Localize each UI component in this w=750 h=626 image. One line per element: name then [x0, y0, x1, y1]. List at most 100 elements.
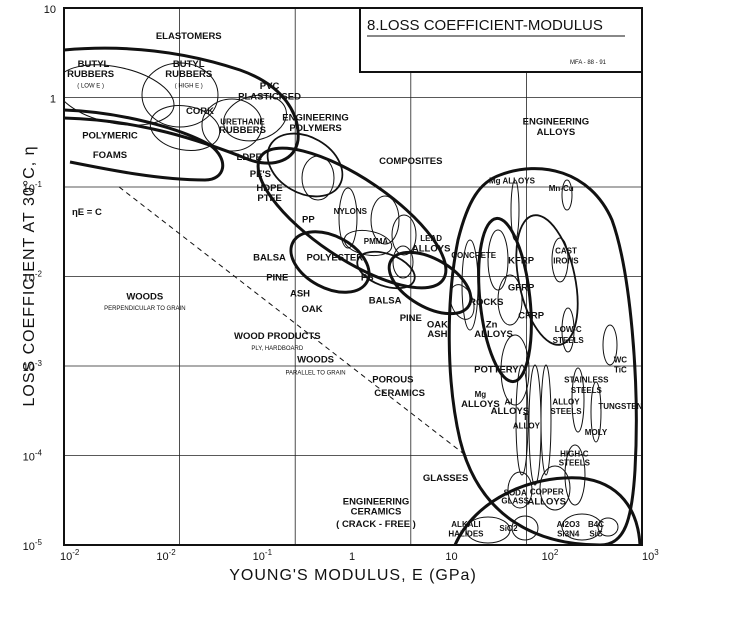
envelope-alkali-halides [465, 516, 511, 544]
annotation-label: CERAMICS [351, 506, 402, 517]
x-axis-title: YOUNG'S MODULUS, E (GPa) [229, 567, 477, 584]
annotation-label: RUBBERS [165, 69, 212, 80]
annotation-label: Al [504, 398, 512, 407]
annotation-label: URETHANE [220, 117, 265, 126]
annotation-label: PINE [266, 273, 288, 284]
annotation-label: ALLOY [552, 398, 580, 407]
annotation-label: TiC [614, 365, 627, 374]
annotation-label: COMPOSITES [379, 156, 442, 167]
envelope-nylons [370, 195, 400, 245]
annotation-label: ENGINEERING [282, 113, 349, 124]
annotation-label: Mg ALLOYS [489, 176, 536, 185]
annotation-label: PS [361, 273, 374, 284]
annotation-label: ( CRACK - FREE ) [336, 519, 416, 530]
guide-line-label: ηE = C [72, 207, 102, 218]
annotation-label: NYLONS [334, 207, 368, 216]
annotation-label: ASH [290, 288, 310, 299]
annotation-label: PARALLEL TO GRAIN [285, 371, 345, 377]
annotation-label: STAINLESS [564, 376, 609, 385]
envelope-pottery [500, 334, 530, 406]
envelope-elastomers [64, 46, 300, 165]
envelope-copper-alloys [539, 465, 571, 511]
envelope-pe [266, 132, 344, 198]
annotation-label: CAST [555, 247, 577, 256]
envelope-tungsten [590, 381, 602, 443]
annotation-label: ROCKS [469, 297, 503, 308]
y-tick-exponent: -3 [35, 359, 43, 368]
envelope-low-c-steels [561, 307, 575, 353]
y-tick-exponent: -1 [35, 180, 43, 189]
annotation-label: OAK [427, 319, 448, 330]
annotation-label: SiO2 [499, 524, 518, 533]
annotation-label: GFRP [508, 282, 535, 293]
annotation-label: ELASTOMERS [156, 31, 222, 42]
annotation-label: CONCRETE [451, 251, 497, 260]
envelope-lead-alloys [461, 239, 479, 331]
annotation-label: IRONS [553, 256, 579, 265]
annotation-label: COPPER [530, 488, 564, 497]
envelope-engineering-alloys [447, 167, 638, 545]
annotation-label: PVC [260, 81, 280, 92]
envelopes [64, 46, 642, 545]
x-tick-exponent: -1 [265, 548, 273, 557]
annotation-label: HDPE [256, 183, 282, 194]
annotation-label: ALLOYS [474, 329, 513, 340]
envelope-concrete [487, 229, 509, 291]
x-tick-exponent: -2 [72, 548, 80, 557]
annotation-label: PINE [400, 313, 422, 324]
annotation-label: KFRP [508, 255, 535, 266]
annotation-label: LEAD [420, 234, 442, 243]
annotation-label: ALLOYS [491, 406, 530, 417]
annotation-label: LOW-C [555, 325, 582, 334]
plot-frame [63, 7, 643, 546]
envelope-engineering-ceramics [453, 476, 642, 545]
envelope-woods-parallel [387, 250, 473, 316]
annotation-label: MOLY [585, 428, 608, 437]
annotation-label: PP [302, 215, 315, 226]
grid [64, 8, 642, 545]
annotation-label: CERAMICS [374, 388, 425, 399]
x-tick-label: 10 [445, 551, 457, 563]
title-box [359, 7, 643, 73]
annotation-label: WOOD PRODUCTS [234, 331, 321, 342]
annotation-label: TUNGSTEN [598, 402, 642, 411]
annotation-label: FOAMS [93, 150, 127, 161]
envelope-polymeric-foams [64, 108, 225, 182]
annotation-label: PMMA [364, 237, 389, 246]
annotation-label: PLY, HARDBOARD [251, 346, 303, 352]
annotation-label: WC [614, 355, 628, 364]
envelope-pmma [391, 214, 417, 256]
y-tick-exponent: -2 [35, 270, 43, 279]
annotation-label: BUTYL [173, 59, 205, 70]
envelope-composites [477, 216, 533, 384]
envelope-al2o3 [561, 513, 603, 541]
annotation-label: HIGH-C [560, 449, 589, 458]
annotation-label: STEELS [571, 386, 603, 395]
annotation-label: LDPE [237, 152, 262, 163]
annotation-label: GLASS [501, 496, 529, 505]
annotation-label: PLASTICISED [238, 91, 301, 102]
annotation-label: BALSA [369, 295, 402, 306]
chart-title: 8.LOSS COEFFICIENT-MODULUS [367, 17, 603, 34]
annotation-label: POLYESTER [306, 253, 363, 264]
annotation-label: PE'S [250, 169, 271, 180]
annotation-label: ASH [427, 329, 447, 340]
annotation-label: POROUS [372, 375, 413, 386]
envelope-mg-alloys [510, 179, 520, 241]
chart-reference: MFA - 88 - 91 [570, 60, 607, 66]
annotation-label: HALIDES [448, 530, 484, 539]
annotation-label: PERPENDICULAR TO GRAIN [104, 306, 185, 312]
y-tick-label: 1 [50, 94, 56, 106]
x-tick-exponent: 3 [654, 548, 659, 557]
annotation-label: Ti [523, 413, 530, 422]
y-axis-title: LOSS COEFFICIENT AT 30°C, η [21, 145, 38, 406]
annotation-label: ( LOW E ) [77, 83, 104, 89]
annotation-label: POLYMERS [289, 123, 341, 134]
x-tick-exponent: 2 [554, 548, 559, 557]
annotation-label: Zn [486, 319, 498, 330]
envelope-mg-alloys-low [515, 364, 529, 476]
guide-line [118, 186, 467, 456]
